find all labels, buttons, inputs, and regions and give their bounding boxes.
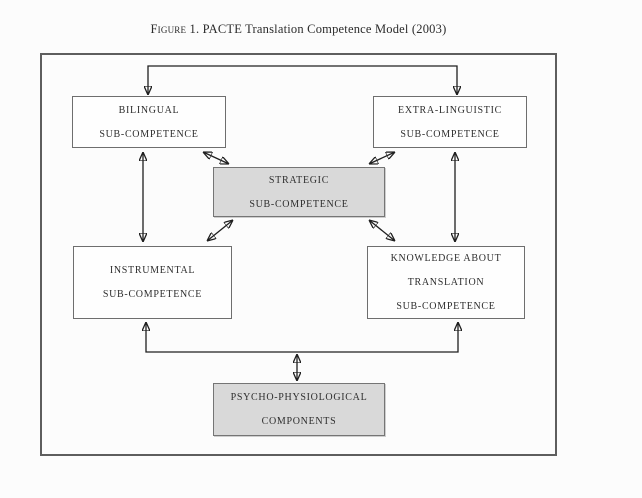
- box-label-line: COMPONENTS: [261, 416, 337, 427]
- box-label-line: SUB-COMPETENCE: [102, 289, 203, 300]
- box-label-line: SUB-COMPETENCE: [99, 128, 199, 140]
- box-instrumental-sub-competence: INSTRUMENTAL SUB-COMPETENCE: [73, 246, 232, 319]
- box-bilingual-sub-competence: BILINGUAL SUB-COMPETENCE: [72, 96, 226, 148]
- box-strategic-sub-competence: STRATEGIC SUB-COMPETENCE: [213, 167, 385, 217]
- box-label-line: BILINGUAL: [118, 104, 180, 116]
- box-label-line: SUB-COMPETENCE: [400, 128, 500, 140]
- model-outer-frame: [40, 53, 557, 456]
- box-knowledge-about-translation-sub-competence: KNOWLEDGE ABOUT TRANSLATION SUB-COMPETEN…: [367, 246, 525, 319]
- box-label-line: STRATEGIC: [268, 174, 330, 186]
- box-label-line: PSYCHO-PHYSIOLOGICAL: [230, 392, 368, 403]
- box-label-line: INSTRUMENTAL: [109, 265, 196, 276]
- box-label-line: SUB-COMPETENCE: [249, 198, 349, 210]
- box-label-line: EXTRA-LINGUISTIC: [398, 104, 502, 116]
- box-psycho-physiological-components: PSYCHO-PHYSIOLOGICAL COMPONENTS: [213, 383, 385, 436]
- box-extra-linguistic-sub-competence: EXTRA-LINGUISTIC SUB-COMPETENCE: [373, 96, 527, 148]
- figure-caption: Figure 1. PACTE Translation Competence M…: [40, 22, 557, 37]
- box-label-line: SUB-COMPETENCE: [396, 301, 496, 312]
- box-label-line: KNOWLEDGE ABOUT: [390, 253, 502, 264]
- figure-caption-text: PACTE Translation Competence Model (2003…: [202, 22, 447, 36]
- figure-caption-label: Figure 1.: [150, 22, 200, 36]
- box-label-line: TRANSLATION: [407, 277, 485, 288]
